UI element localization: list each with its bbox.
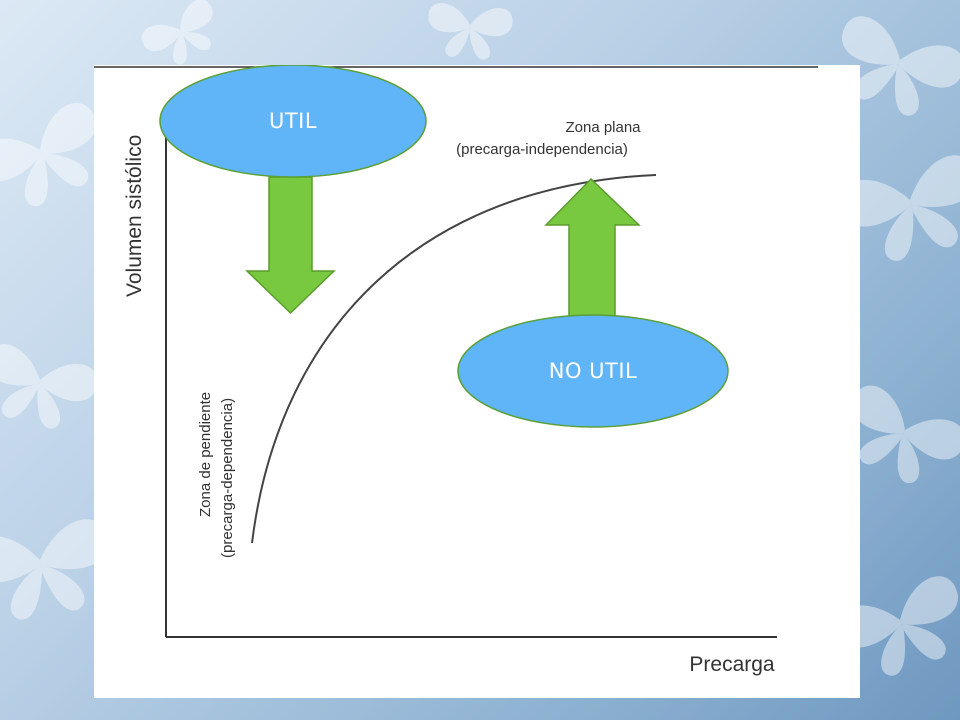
- x-axis-label: Precarga: [689, 653, 775, 676]
- down-arrow-icon: [245, 176, 336, 315]
- util-label: UTIL: [268, 109, 318, 133]
- butterfly-icon: [0, 340, 102, 438]
- preload-curve-diagram: Volumen sistólico Precarga Zona plana (p…: [94, 65, 818, 676]
- no-util-label: NO UTIL: [548, 359, 638, 383]
- frank-starling-curve: [251, 174, 657, 544]
- util-callout-bubble: [159, 65, 427, 178]
- flat-zone-subtitle: (precarga-independencia): [456, 141, 628, 158]
- no-util-callout-bubble: [457, 314, 729, 428]
- figure-panel: Volumen sistólico Precarga Zona plana (p…: [94, 65, 860, 698]
- dependent-zone-title: Zona de pendiente: [197, 392, 214, 517]
- flat-zone-title: Zona plana: [565, 119, 641, 136]
- up-arrow-icon: [544, 177, 641, 318]
- y-axis-label: Volumen sistólico: [123, 135, 146, 297]
- butterfly-icon: [425, 1, 514, 62]
- dependent-zone-subtitle: (precarga-dependencia): [219, 398, 236, 558]
